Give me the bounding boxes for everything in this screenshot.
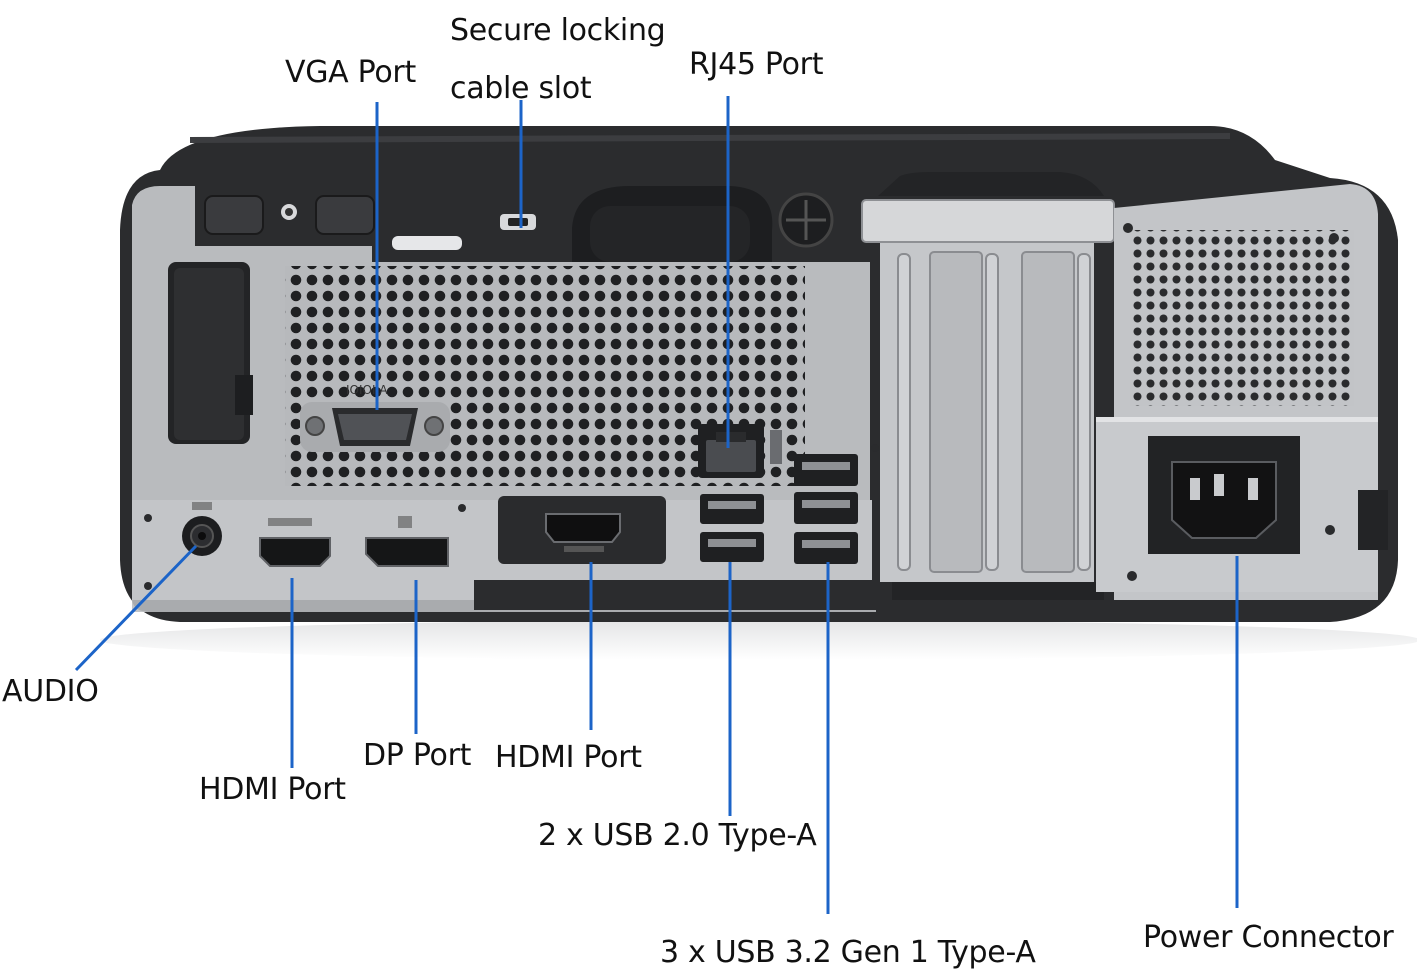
callout-hdmi-1: HDMI Port [199, 775, 346, 805]
callout-rj45: RJ45 Port [689, 50, 823, 80]
power-connector [1148, 436, 1300, 554]
audio-jack [182, 502, 222, 556]
callout-vga-line: VGA Port [285, 55, 416, 90]
callout-hdmi-2-line: HDMI Port [495, 740, 642, 775]
callout-lock-line-2: cable slot [450, 71, 592, 106]
callout-hdmi-1-line: HDMI Port [199, 772, 346, 807]
leader-audio [74, 544, 198, 672]
usb-ports [700, 454, 858, 564]
side-latch [168, 262, 253, 444]
callout-lock-line-1: Secure locking [450, 13, 666, 48]
callout-vga: VGA Port [285, 58, 416, 88]
callout-dp-line: DP Port [363, 738, 472, 773]
callout-rj45-line: RJ45 Port [689, 47, 824, 82]
vga-connector: IOIOI A [300, 383, 450, 452]
callout-hdmi-2: HDMI Port [495, 743, 642, 773]
callout-power-line: Power Connector [1143, 920, 1394, 955]
hdmi-module [498, 496, 666, 564]
callout-usb3-line: 3 x USB 3.2 Gen 1 Type-A [660, 935, 1036, 970]
right-trim [1358, 490, 1388, 550]
hdmi-connector [259, 518, 331, 567]
displayport-connector [365, 516, 449, 567]
callout-lock: Secure locking cable slot [450, 2, 666, 118]
callout-usb3: 3 x USB 3.2 Gen 1 Type-A [660, 938, 1036, 968]
callout-audio: AUDIO [2, 677, 99, 707]
callout-dp: DP Port [363, 741, 471, 771]
callout-power: Power Connector [1143, 920, 1394, 955]
top-strip [195, 186, 855, 262]
floor-shadow [100, 620, 1417, 660]
callout-usb2: 2 x USB 2.0 Type-A [538, 818, 817, 853]
bottom-slot [474, 580, 894, 610]
callout-usb2-line: 2 x USB 2.0 Type-A [538, 818, 817, 853]
expansion-bay [861, 172, 1115, 600]
callout-audio-line: AUDIO [2, 674, 99, 709]
rj45-connector [698, 424, 782, 478]
